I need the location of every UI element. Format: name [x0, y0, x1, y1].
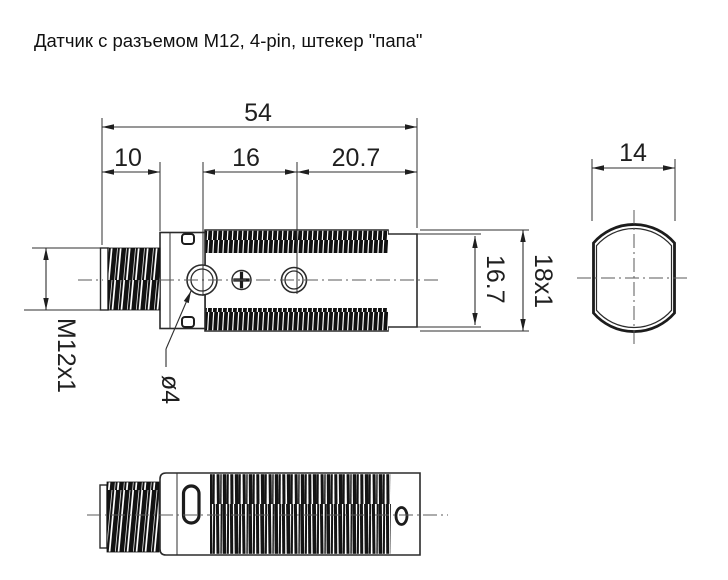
dim-rear-section-label: 20.7: [332, 144, 381, 172]
bottom-connector-thread: [106, 481, 160, 553]
bottom-slot: [181, 484, 201, 525]
main-side-view: [78, 229, 438, 332]
bottom-view: [87, 472, 448, 556]
connector-tip: [99, 247, 109, 311]
end-view-inner-line: [595, 227, 673, 329]
dim-connector-thread-label: M12x1: [52, 318, 80, 393]
page-title: Датчик с разъемом M12, 4-pin, штекер "па…: [34, 30, 423, 51]
connector-thread: [107, 247, 161, 311]
dim-hole-spacing-label: 16: [232, 144, 260, 172]
hole-diameter-leader: ø4: [156, 290, 192, 404]
bottom-body-thread: [210, 474, 391, 554]
end-view: 14: [577, 139, 691, 347]
collar-slot-top: [181, 233, 195, 245]
collar-slot-bottom: [181, 316, 195, 328]
dim-hole-diameter-label: ø4: [156, 375, 184, 404]
dim-end-diameter-label: 16.7: [481, 255, 509, 304]
dim-total-length-label: 54: [244, 99, 272, 127]
dim-body-thread-label: 18x1: [529, 254, 557, 308]
dim-across-flats-label: 14: [619, 139, 647, 167]
bottom-connector-tip: [99, 484, 108, 549]
m12-connector: [99, 247, 161, 311]
main-view-dimensions: 54 10 16 20.7 M12x1 ø4: [24, 99, 557, 404]
body-thread-bottom-band: [205, 308, 388, 331]
bottom-rear-hole: [394, 506, 409, 526]
dim-connector-thread-length-label: 10: [114, 144, 142, 172]
